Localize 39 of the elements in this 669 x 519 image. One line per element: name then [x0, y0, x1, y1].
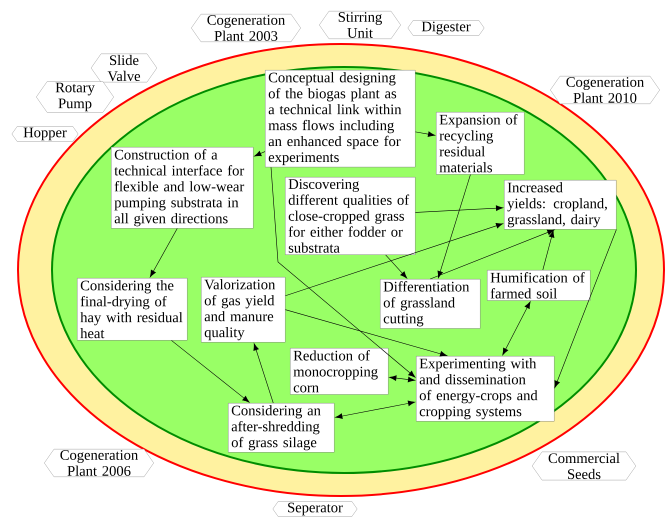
arrow	[270, 166, 416, 378]
arrow	[430, 230, 554, 280]
text-box: Reduction of monocropping corn	[290, 348, 388, 395]
arrow	[542, 230, 554, 270]
text-box: Construction of a technical interface for flexible and low-wear pumping substrata in all given directions	[111, 146, 254, 229]
hexagon-label: Cogeneration Plant 2006	[44, 448, 154, 478]
text-box: Conceptual designing of the biogas plant as a technical link within mass flows including an enhanced space for experiments	[265, 70, 416, 168]
text-box: Valorization of gas yield and manure quality	[201, 276, 286, 342]
arrow	[253, 343, 274, 404]
arrow	[554, 229, 617, 388]
hexagon-label: Slide Valve	[90, 54, 158, 82]
arrow	[389, 375, 416, 382]
hexagon-label: Rotary Pump	[36, 82, 114, 112]
hexagon-label: Commercial Seeds	[532, 452, 636, 480]
text-box: Considering the final-drying of hay with residual heat	[77, 278, 188, 340]
arrow	[285, 309, 448, 357]
arrow	[385, 254, 408, 278]
text-box: Expansion of recycling residual materials	[436, 112, 524, 175]
arrow	[254, 150, 266, 156]
arrow	[335, 400, 416, 419]
hexagon-label: Digester	[408, 20, 484, 36]
arrow	[415, 131, 436, 137]
text-box: Experimenting with and dissemination of energy-crops and cropping systems	[416, 356, 554, 422]
arrow	[415, 205, 504, 213]
hexagon-label: Cogeneration Plant 2003	[191, 14, 301, 42]
arrow	[438, 174, 471, 278]
arrow	[285, 223, 504, 296]
hexagon-label: Stirring Unit	[319, 10, 401, 40]
text-box: Humification of farmed soil	[487, 270, 590, 301]
hexagon-label: Cogeneration Plant 2010	[550, 76, 660, 104]
text-box: Differentiation of grassland cutting	[380, 278, 480, 329]
hexagon-label: Hopper	[12, 126, 78, 142]
text-box: Considering an after-shredding of grass silage	[228, 402, 334, 452]
arrow	[502, 302, 530, 356]
hexagon-label: Seperator	[272, 501, 358, 517]
text-box: Increased yields: cropland, grassland, dairy	[504, 180, 616, 230]
arrow	[150, 228, 178, 278]
arrow	[171, 340, 250, 403]
text-box: Discovering different qualities of close-cropped grass for either fodder or substrata	[285, 176, 416, 255]
